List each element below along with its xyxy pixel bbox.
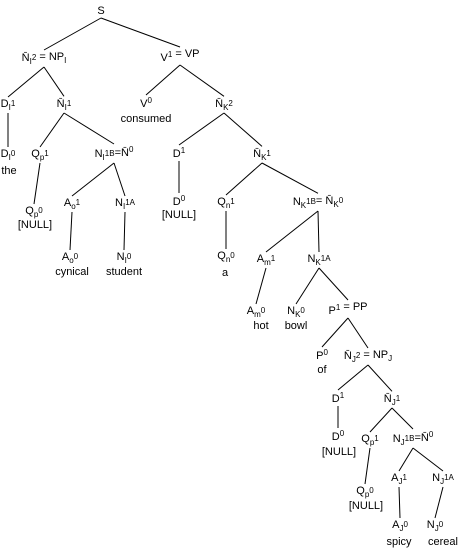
tree-edge: [100, 17, 181, 48]
tree-node-label: P1 = PP: [328, 301, 367, 317]
tree-labels: S N̄I2 = NPI V1 = VP DI1 N̄I1 V0 consumed N̄K2D…: [1, 5, 458, 548]
tree-node-label: D1: [173, 146, 186, 160]
tree-edge: [412, 447, 444, 472]
tree-node-label: NJ1A: [432, 472, 454, 486]
tree-edge: [43, 17, 102, 51]
tree-edge: [347, 317, 369, 349]
tree-node-label: D0: [173, 194, 186, 208]
tree-node-label: NK0: [287, 305, 305, 319]
tree-edge: [321, 317, 349, 348]
tree-node-label: P0: [316, 348, 328, 362]
tree-edge: [318, 267, 349, 301]
tree-edge: [261, 162, 319, 194]
tree-node-label: DI1: [1, 98, 16, 112]
tree-edge: [295, 267, 320, 305]
tree-edge: [317, 210, 320, 253]
tree-node-label: D1: [332, 391, 345, 405]
tree-node-label: N̄J1: [384, 392, 401, 407]
terminal-word-the: the: [1, 165, 16, 177]
terminal-word-bowl: bowl: [285, 320, 308, 332]
tree-edge: [39, 112, 65, 148]
tree-edge: [69, 211, 73, 251]
terminal-word-cynical: cynical: [55, 266, 89, 278]
tree-node-label: Qp0: [25, 205, 43, 219]
tree-node-label: Am1: [257, 253, 276, 267]
terminal-word-null2: [NULL]: [162, 209, 196, 221]
tree-edge: [398, 486, 401, 519]
tree-node-label: N̄J2 = NPJ: [344, 349, 392, 364]
tree-node-label: S: [97, 5, 104, 17]
tree-edge: [71, 162, 115, 197]
tree-edge: [265, 210, 319, 253]
tree-node-label: Ao1: [64, 197, 81, 211]
tree-edge: [391, 407, 414, 430]
tree-edge: [7, 66, 45, 98]
tree-edge: [63, 112, 115, 145]
tree-edge: [337, 364, 369, 391]
tree-node-label: DI0: [1, 148, 16, 162]
terminal-word-null4: [NULL]: [349, 500, 383, 512]
tree-edge: [43, 66, 65, 97]
terminal-word-student: student: [106, 266, 142, 278]
terminal-word-spicy: spicy: [386, 536, 412, 548]
tree-node-label: Qn1: [217, 196, 235, 210]
tree-edge: [123, 211, 126, 251]
tree-edge: [178, 112, 225, 146]
tree-edge: [369, 407, 393, 433]
tree-node-label: V0: [140, 96, 152, 110]
tree-edge: [434, 486, 444, 519]
tree-node-label: N̄I1: [57, 97, 72, 112]
tree-node-label: NK1B= N̄K0: [293, 194, 344, 210]
tree-edge: [225, 162, 263, 196]
tree-node-label: Qp1: [361, 433, 379, 447]
tree-edge: [255, 267, 267, 305]
tree-node-label: NK1A: [307, 253, 331, 267]
tree-node-label: N̄K2: [215, 97, 233, 112]
terminal-word-cereal: cereal: [428, 536, 458, 548]
tree-node-label: D0: [332, 429, 345, 443]
tree-edge: [179, 64, 225, 97]
tree-node-label: Qn0: [217, 250, 235, 264]
terminal-word-null3: [NULL]: [322, 446, 356, 458]
tree-edge: [113, 162, 126, 197]
terminal-word-null1: [NULL]: [18, 219, 52, 231]
tree-node-label: Qp1: [31, 148, 49, 162]
tree-node-label: AJ0: [392, 519, 408, 533]
tree-node-label: Am0: [247, 305, 266, 319]
terminal-word-consumed: consumed: [121, 113, 172, 125]
tree-node-label: Ao0: [62, 251, 79, 265]
tree-node-label: AJ1: [391, 472, 407, 486]
tree-node-label: NI0: [117, 251, 132, 265]
tree-node-label: V1 = VP: [160, 48, 199, 64]
tree-node-label: NI1A: [115, 197, 136, 211]
tree-edge: [398, 447, 414, 472]
tree-edge: [33, 162, 41, 205]
tree-node-label: NJ0: [427, 519, 444, 533]
terminal-word-hot: hot: [253, 320, 268, 332]
tree-node-label: Qp0: [356, 485, 374, 499]
tree-edges: [7, 17, 444, 519]
tree-node-label: NI1B=N̄0: [95, 145, 134, 162]
terminal-word-a: a: [222, 267, 229, 279]
tree-edge: [364, 447, 371, 485]
tree-edge: [145, 64, 181, 96]
tree-node-label: N̄I2 = NPI: [22, 51, 67, 66]
tree-node-label: N̄K1: [253, 147, 271, 162]
terminal-word-of: of: [317, 364, 327, 376]
tree-node-label: NJ1B=N̄0: [393, 430, 434, 447]
tree-edge: [367, 364, 393, 392]
tree-edge: [223, 112, 263, 147]
